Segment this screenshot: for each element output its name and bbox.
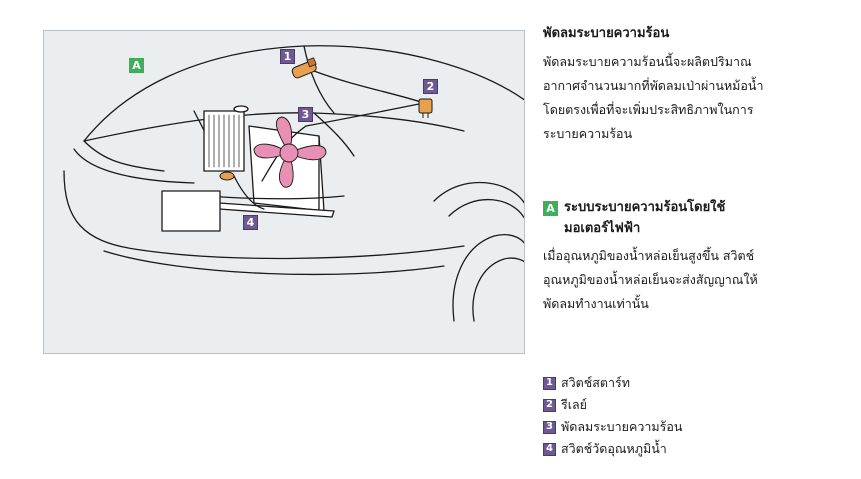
callout-3-badge: 3 xyxy=(298,107,313,122)
section-a-badge: A xyxy=(543,201,558,216)
section-electric-cooling: A ระบบระบายความร้อนโดยใช้ มอเตอร์ไฟฟ้า เ… xyxy=(543,198,853,316)
callout-2-badge: 2 xyxy=(423,79,438,94)
section-a-title-line1: ระบบระบายความร้อนโดยใช้ xyxy=(564,200,726,215)
car-drawing xyxy=(63,45,524,322)
description-line: โดยตรงเพื่อที่จะเพิ่มประสิทธิภาพในการ xyxy=(543,102,754,117)
legend-number-badge: 3 xyxy=(543,420,556,434)
callout-4-badge: 4 xyxy=(243,215,258,230)
car-cooling-illustration: A 1 2 3 4 xyxy=(43,30,525,354)
callout-1-badge: 1 xyxy=(280,49,295,64)
component-legend: 1 สวิตช์สตาร์ท 2 รีเลย์ 3 พัดลมระบายความ… xyxy=(543,372,853,460)
section-a-title: A ระบบระบายความร้อนโดยใช้ xyxy=(543,198,853,218)
legend-label: สวิตช์สตาร์ท xyxy=(561,375,630,390)
section-a-line: เมื่ออุณหภูมิของน้ำหล่อเย็นสูงขึ้น สวิตช… xyxy=(543,248,755,263)
description-panel: พัดลมระบายความร้อน พัดลมระบายความร้อนนี้… xyxy=(543,24,853,146)
legend-item: 4 สวิตช์วัดอุณหภูมิน้ำ xyxy=(543,438,853,460)
description-line: ระบายความร้อน xyxy=(543,126,633,141)
section-a-line: พัดลมทำงานเท่านั้น xyxy=(543,296,649,311)
label-a-badge: A xyxy=(129,58,144,73)
legend-label: พัดลมระบายความร้อน xyxy=(561,419,683,434)
legend-number-badge: 1 xyxy=(543,376,556,390)
legend-item: 2 รีเลย์ xyxy=(543,394,853,416)
legend-number-badge: 2 xyxy=(543,398,556,412)
section-a-title-line2: มอเตอร์ไฟฟ้า xyxy=(564,221,641,236)
description-line: พัดลมระบายความร้อนนี้จะผลิตปริมาณ xyxy=(543,54,752,69)
legend-item: 3 พัดลมระบายความร้อน xyxy=(543,416,853,438)
legend-item: 1 สวิตช์สตาร์ท xyxy=(543,372,853,394)
section-a-line: อุณหภูมิของน้ำหล่อเย็นจะส่งสัญญาณให้ xyxy=(543,272,758,287)
description-heading: พัดลมระบายความร้อน xyxy=(543,26,670,41)
description-line: อากาศจำนวนมากที่พัดลมเป่าผ่านหม้อน้ำ xyxy=(543,78,764,93)
legend-number-badge: 4 xyxy=(543,442,556,456)
legend-label: รีเลย์ xyxy=(561,397,587,412)
legend-label: สวิตช์วัดอุณหภูมิน้ำ xyxy=(561,441,667,456)
